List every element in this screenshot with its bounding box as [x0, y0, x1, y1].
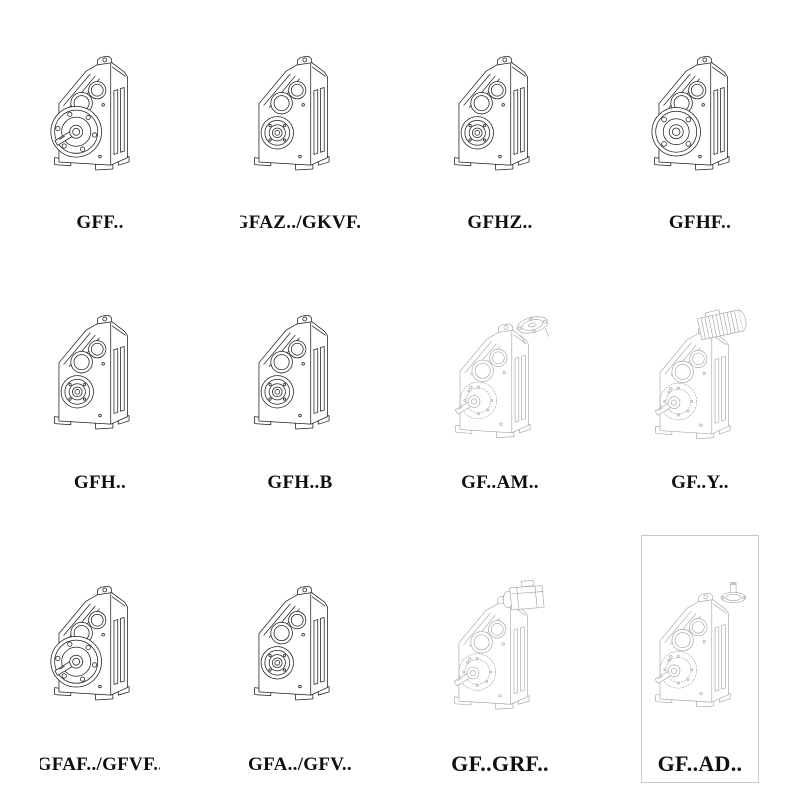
gear-reducer-drawing-motor-mounted [654, 305, 749, 440]
gear-reducer-drawing-hollow-shaft [254, 314, 330, 430]
gear-reducer-drawing-hollow-shaft [254, 585, 330, 701]
figure-gf-am: GF..AM.. [440, 274, 560, 502]
gear-reducer-drawing-input-shaft-adapter [654, 582, 747, 708]
figure-label: GFHF.. [668, 212, 732, 234]
figure-label: GF..GRF.. [451, 750, 549, 776]
figure-label: GFA../GFV.. [248, 754, 352, 776]
figure-gfh: GFH.. [40, 274, 160, 502]
gear-reducer-drawing-flange-shaft [50, 55, 130, 171]
figure-gff: GFF.. [40, 16, 160, 242]
figure-gfh-b: GFH..B [240, 274, 360, 502]
figure-label: GF..AD.. [657, 750, 743, 776]
gear-reducer-drawing-iec-adapter [454, 313, 552, 438]
gear-reducer-drawing-flange [651, 55, 730, 171]
figure-label: GFAZ../GKVF.. [240, 212, 360, 234]
figure-label: GFF.. [76, 212, 124, 234]
figure-label: GF..AM.. [461, 472, 539, 494]
figure-gfhf: GFHF.. [640, 16, 760, 242]
figure-label: GFAF../GFVF.. [40, 754, 160, 776]
figure-label: GF..Y.. [671, 472, 729, 494]
figure-label: GFH.. [73, 472, 127, 494]
gear-reducer-drawing-hollow-shaft [54, 314, 130, 430]
figure-gf-y: GF..Y.. [640, 274, 760, 502]
figure-gfa-gfv: GFA../GFV.. [240, 534, 360, 784]
gear-reducer-drawing-flange-shaft [50, 585, 130, 701]
figure-gfaz-gkvf: GFAZ../GKVF.. [240, 16, 360, 242]
gear-reducer-drawing-hollow-shaft [254, 55, 330, 171]
figure-gfhz: GFHZ.. [440, 16, 560, 242]
figure-gf-grf: GF..GRF.. [440, 534, 560, 784]
gear-reducer-drawing-hollow-shaft [454, 55, 530, 171]
figure-label: GFH..B [267, 472, 333, 494]
figure-gfaf-gfvf: GFAF../GFVF.. [40, 534, 160, 784]
figure-label: GFHZ.. [467, 212, 533, 234]
figure-gf-ad: GF..AD.. [640, 534, 760, 784]
gear-reducer-drawing-input-gear-unit [453, 579, 545, 710]
